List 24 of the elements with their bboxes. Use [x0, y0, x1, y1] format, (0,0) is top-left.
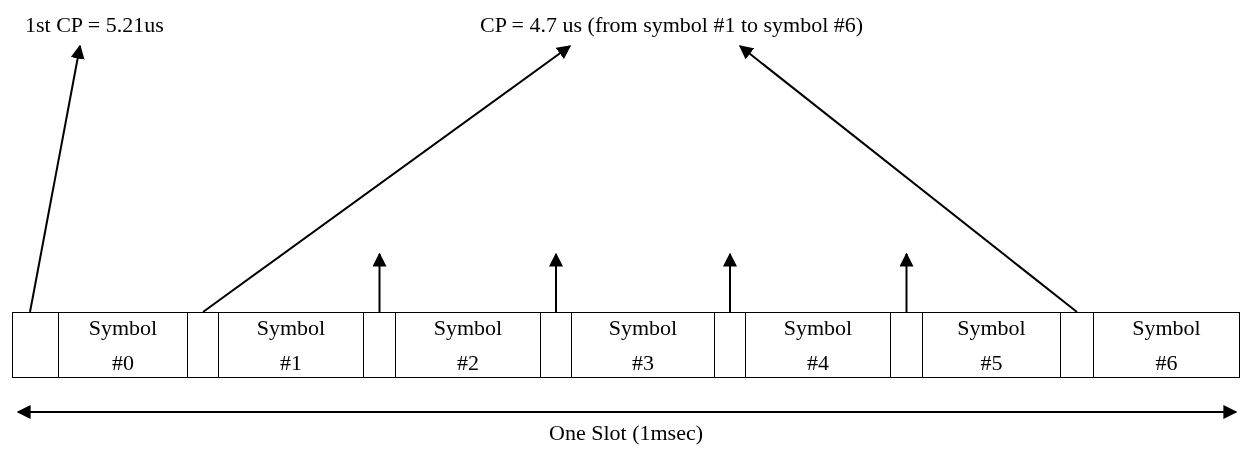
annotation-text: CP = 4.7 us (from symbol #1 to symbol #6): [480, 12, 1020, 42]
guard-interval-box: [890, 312, 923, 378]
leader-arrow: [202, 45, 572, 313]
symbol-box: Symbol #1: [218, 312, 364, 378]
guard-interval-box: [1060, 312, 1094, 378]
guard-interval-box: [12, 312, 59, 378]
symbol-box: Symbol #0: [58, 312, 188, 378]
dimension-label: One Slot (1msec): [549, 420, 703, 447]
symbol-box: Symbol #5: [922, 312, 1061, 378]
guard-interval-box: [363, 312, 396, 378]
arrow: [549, 252, 563, 313]
annotation-text: 1st CP = 5.21us: [25, 12, 175, 42]
leader-arrow: [738, 45, 1078, 313]
arrow: [723, 252, 737, 313]
leader-arrow: [29, 44, 85, 313]
symbol-box: Symbol #3: [571, 312, 715, 378]
guard-interval-box: [540, 312, 572, 378]
arrow: [372, 252, 387, 313]
symbol-box: Symbol #2: [395, 312, 541, 378]
arrow: [899, 252, 914, 313]
symbol-box: Symbol #6: [1093, 312, 1240, 378]
guard-interval-box: [714, 312, 746, 378]
guard-interval-box: [187, 312, 219, 378]
symbol-box: Symbol #4: [745, 312, 891, 378]
